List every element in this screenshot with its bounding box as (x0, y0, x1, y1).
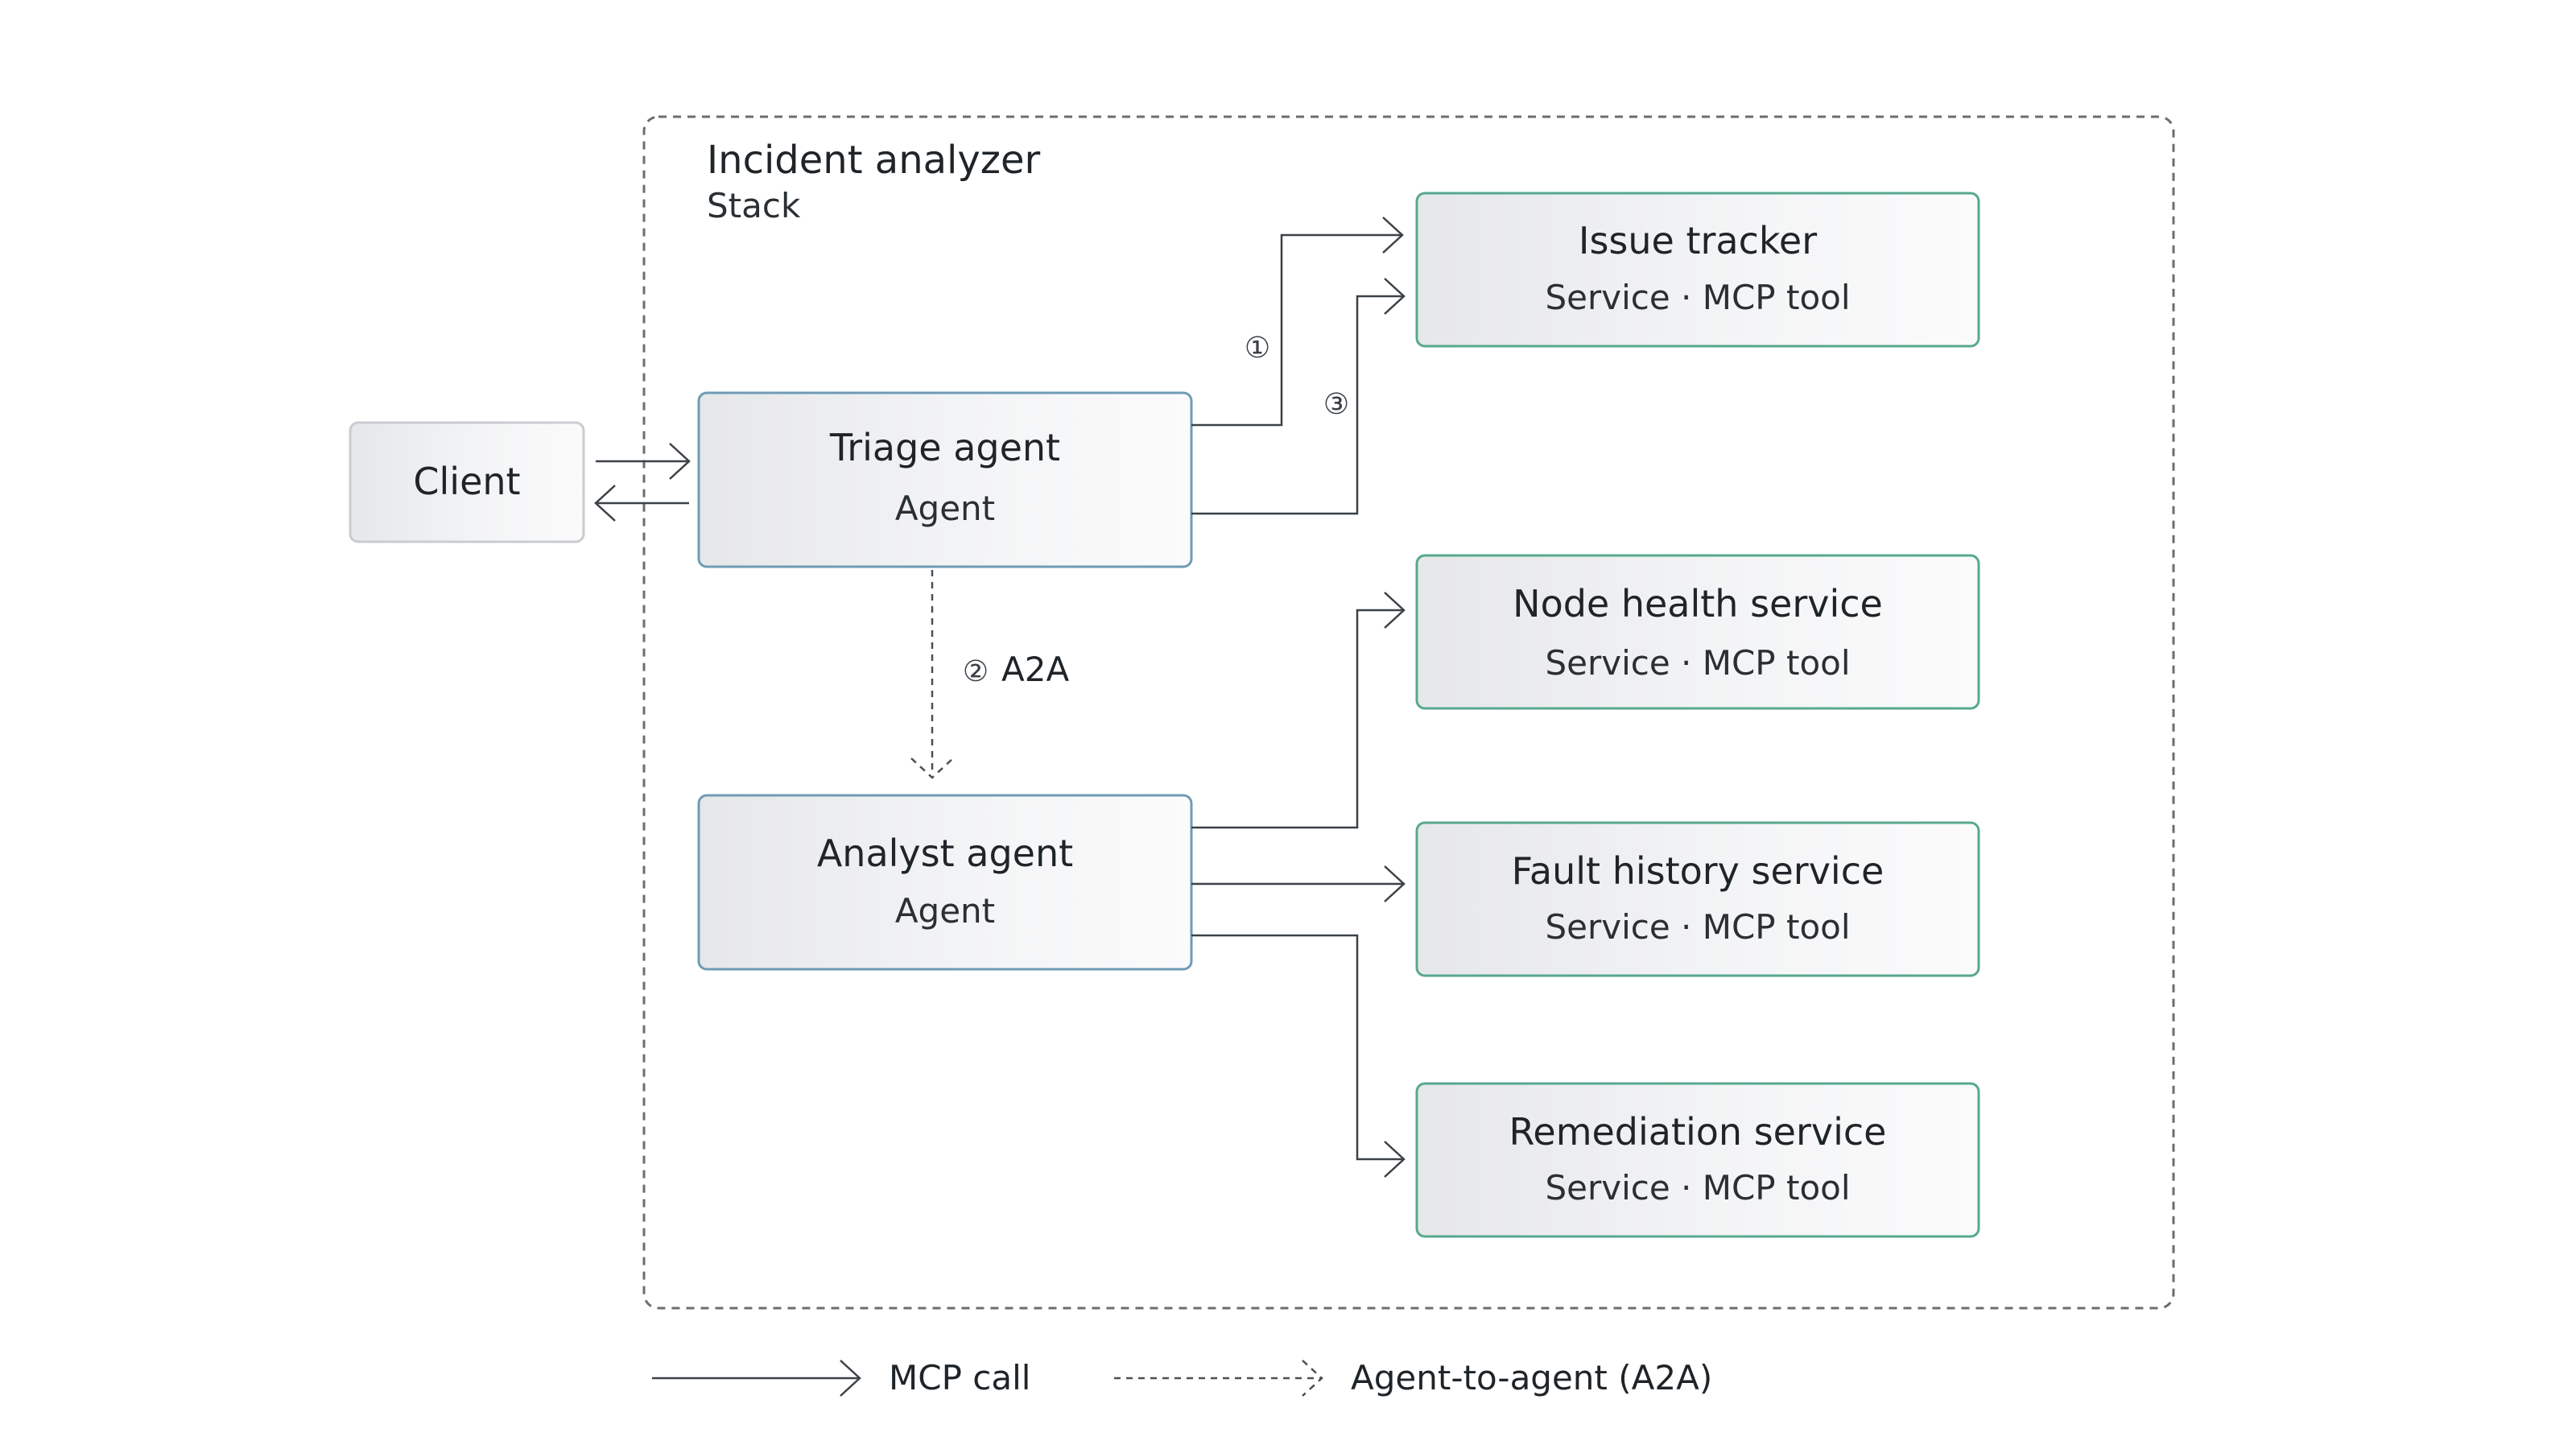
triage-agent-node[interactable]: Triage agent Agent (697, 391, 1193, 568)
stack-container (642, 115, 2175, 1310)
triage-agent-title: Triage agent (829, 426, 1060, 469)
step-2-label: ② (963, 655, 989, 688)
step-1-label: ① (1245, 332, 1270, 365)
client-label: Client (413, 460, 520, 503)
arrowhead (1384, 865, 1406, 902)
client-node[interactable]: Client (349, 421, 585, 543)
arrowhead (910, 758, 954, 779)
stack-title: Incident analyzer (707, 138, 1041, 183)
legend-a2a-label: Agent-to-agent (A2A) (1351, 1358, 1712, 1397)
arrowhead (1382, 217, 1404, 254)
arrowhead (1384, 278, 1406, 315)
service-title: Remediation service (1509, 1110, 1887, 1154)
analyst-to-node-health (1191, 609, 1402, 829)
service-title: Fault history service (1512, 849, 1885, 893)
analyst-agent-title: Analyst agent (817, 832, 1073, 875)
arrowhead (840, 1360, 861, 1397)
arrowhead (1384, 1141, 1406, 1178)
service-node-health[interactable]: Node health service Service · MCP tool (1415, 554, 1980, 710)
analyst-agent-node[interactable]: Analyst agent Agent (697, 794, 1193, 971)
arrowhead (594, 485, 616, 522)
arrowhead (1384, 592, 1406, 629)
service-remediation[interactable]: Remediation service Service · MCP tool (1415, 1082, 1980, 1238)
analyst-to-remediation (1191, 934, 1402, 1161)
service-fault-history[interactable]: Fault history service Service · MCP tool (1415, 821, 1980, 977)
stack-subtitle: Stack (707, 186, 801, 225)
triage-to-issue-tracker-step3 (1191, 295, 1402, 515)
a2a-label: A2A (1001, 650, 1069, 689)
analyst-agent-subtitle: Agent (895, 891, 995, 931)
arrowhead (669, 443, 691, 480)
service-subtitle: Service · MCP tool (1545, 1168, 1850, 1208)
legend: MCP call Agent-to-agent (A2A) (652, 1358, 1712, 1397)
service-issue-tracker[interactable]: Issue tracker Service · MCP tool (1415, 192, 1980, 348)
triage-to-issue-tracker-step1 (1191, 233, 1401, 427)
service-subtitle: Service · MCP tool (1545, 907, 1850, 947)
triage-agent-subtitle: Agent (895, 489, 995, 528)
service-subtitle: Service · MCP tool (1545, 278, 1850, 317)
step-3-label: ③ (1323, 388, 1349, 421)
legend-mcp-label: MCP call (889, 1358, 1030, 1397)
service-subtitle: Service · MCP tool (1545, 643, 1850, 683)
arrowhead (1302, 1360, 1323, 1397)
service-title: Issue tracker (1579, 219, 1817, 262)
service-title: Node health service (1513, 582, 1883, 625)
